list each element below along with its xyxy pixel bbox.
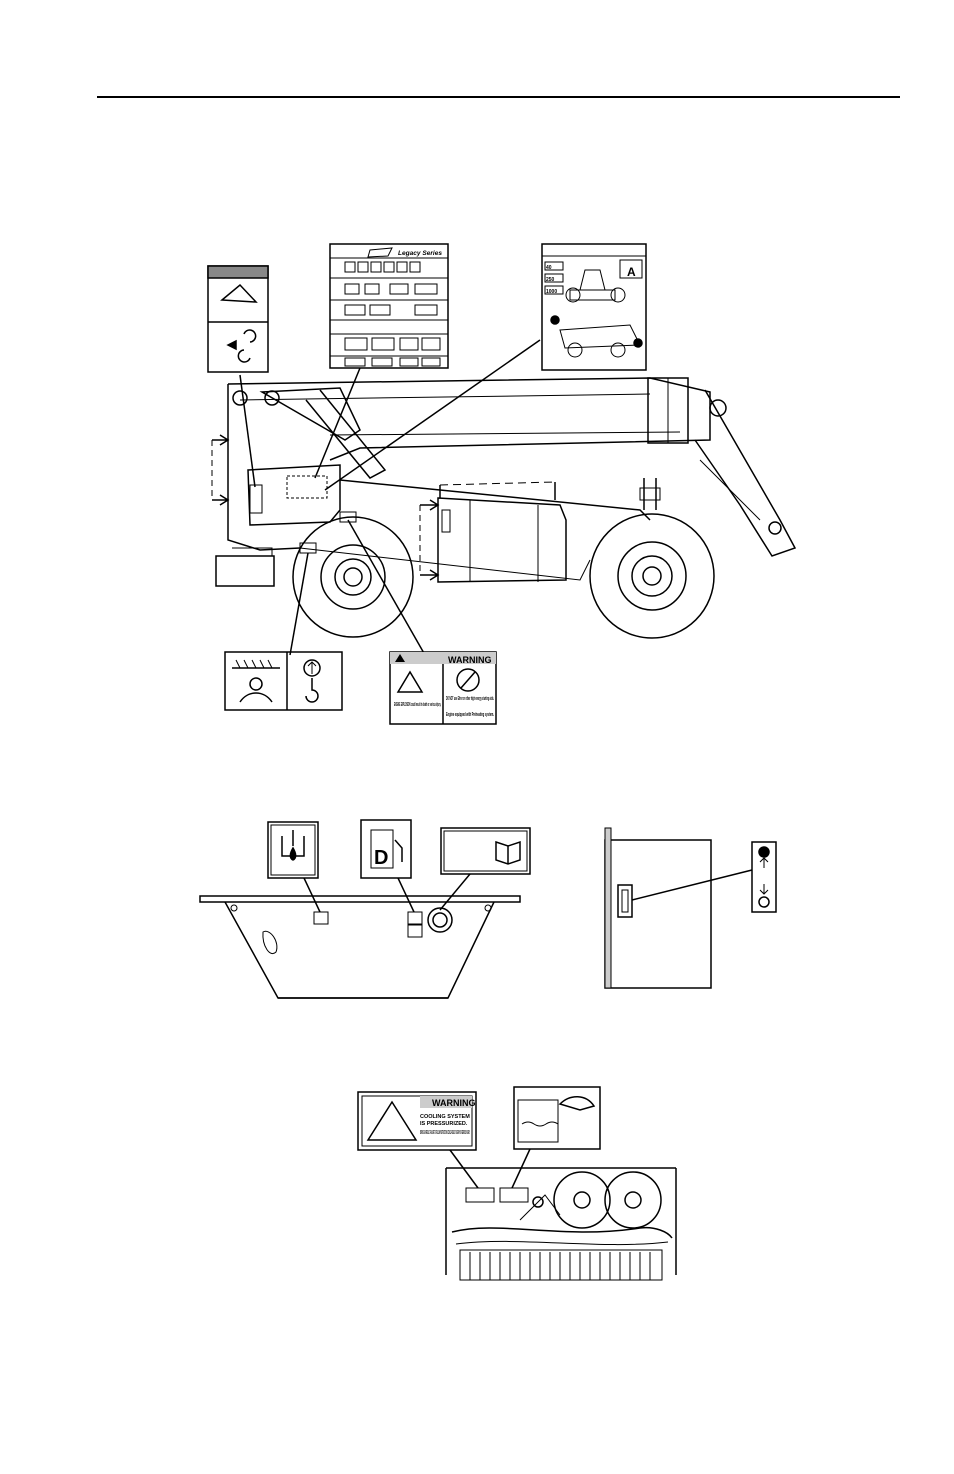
cooling-warning-header: WARNING bbox=[432, 1098, 476, 1108]
engine-warning-right-1: DO NOT use Ether or other high energy st… bbox=[446, 696, 494, 702]
leader-lines-top bbox=[239, 339, 541, 656]
cooling-warning-title-1: COOLING SYSTEM bbox=[420, 1114, 470, 1120]
engine-warning-left-text: ENGINE EXPLOSION could result in death o… bbox=[394, 702, 441, 708]
machine-side-view bbox=[211, 377, 797, 639]
cooling-warning-title-2: IS PRESSURIZED. bbox=[420, 1121, 468, 1127]
engine-warning-header: WARNING bbox=[448, 655, 492, 665]
engine-warning-right-2: Engine equipped with Preheating system. bbox=[446, 712, 494, 718]
attachment-label: A bbox=[627, 265, 636, 279]
cooling-system-view bbox=[357, 1086, 677, 1281]
speed-label-1: 40 bbox=[546, 265, 552, 271]
tie-down-hook-decal bbox=[224, 651, 343, 711]
attachment-chart-decal bbox=[541, 243, 647, 371]
cab-control-chart-decal bbox=[329, 243, 449, 369]
rotation-warning-decal bbox=[207, 265, 269, 373]
fuel-hydraulic-tank-view bbox=[199, 819, 531, 999]
cab-logo-text: Legacy Series bbox=[398, 251, 443, 257]
cooling-warning-body: BURNS CAN RESULT. FAILURE TO FOLLOW INST… bbox=[420, 1130, 470, 1136]
side-panel-view bbox=[604, 827, 777, 989]
header-rule bbox=[97, 96, 900, 98]
diesel-fuel-label: D bbox=[374, 847, 388, 869]
speed-label-3: 1000 bbox=[546, 289, 557, 295]
engine-warning-decal bbox=[389, 651, 497, 725]
speed-label-2: 250 bbox=[546, 277, 555, 283]
